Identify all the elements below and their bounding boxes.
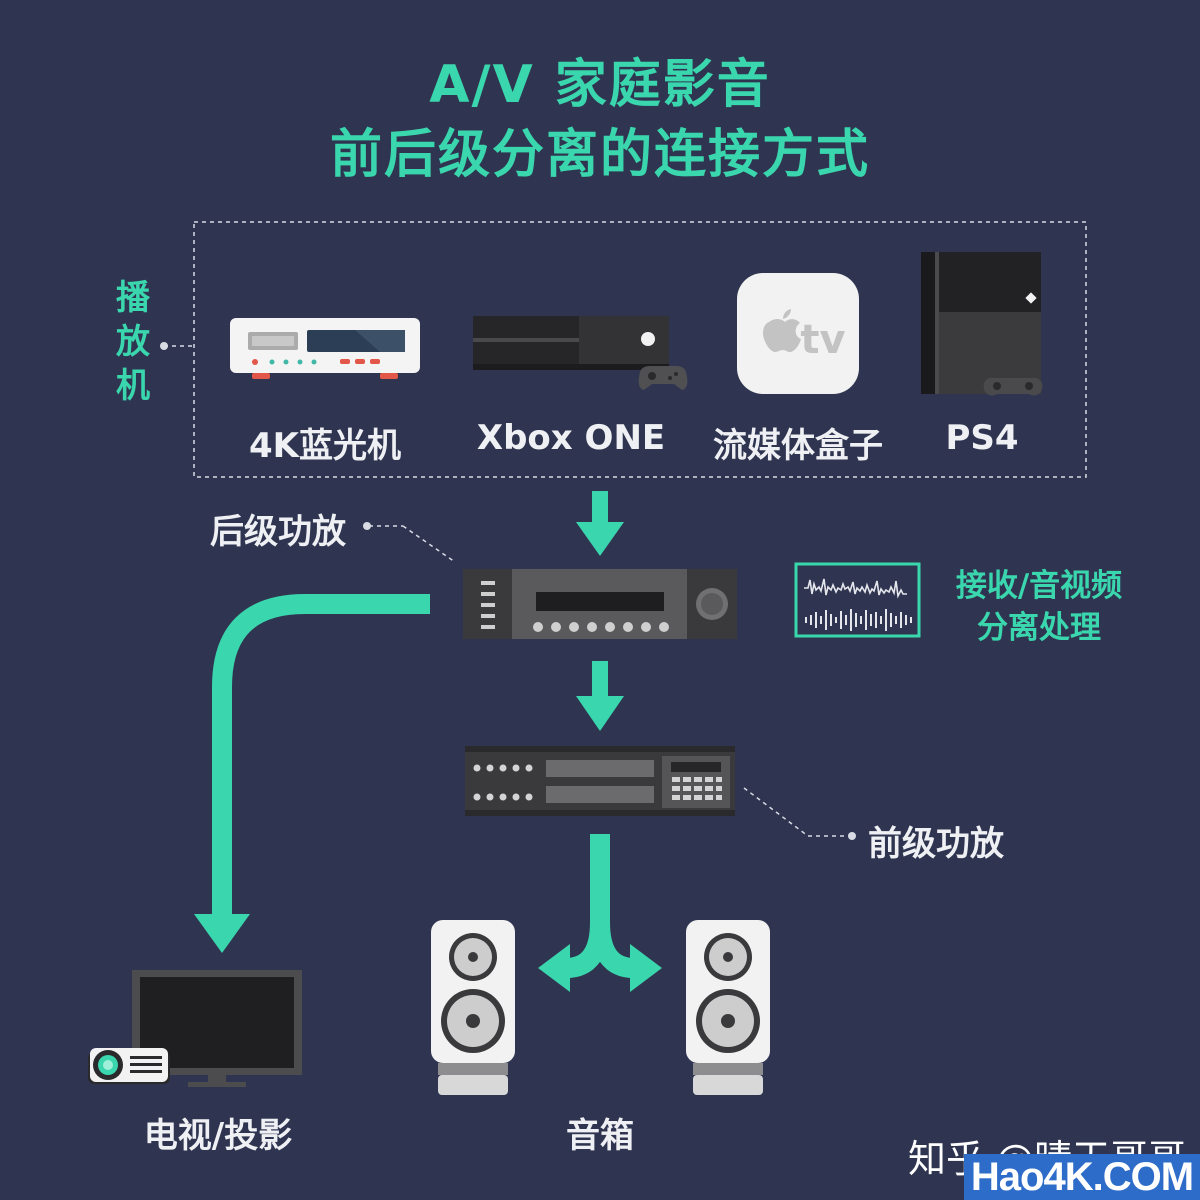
players-group-frame [193,221,1087,478]
audio-path-arrow [538,834,662,992]
ps4-icon [921,252,1043,396]
device-label-xbox: Xbox ONE [476,418,666,458]
blu-ray-player-icon [230,318,420,379]
flow-arrows [576,491,624,731]
display-label: 电视/投影 [143,1116,293,1156]
speaker-left [431,920,515,1095]
pre-amp-label: 前级功放 [868,824,1004,864]
speakers-label: 音箱 [566,1116,634,1156]
xbox-one-icon [473,316,688,390]
post-amp-label: 后级功放 [210,512,346,552]
device-label-ps4: PS4 [945,418,1019,458]
apple-tv-icon: tv [737,273,859,394]
apple-tv-logo-text: tv [800,317,845,363]
projector-icon [88,1048,170,1084]
device-label-apple-tv: 流媒体盒子 [713,426,883,466]
title-line-2: 前后级分离的连接方式 [329,125,870,185]
title-line-1: A/V 家庭影音 [429,55,771,115]
waveform-icon [794,562,921,638]
amplifier-icon [465,746,735,816]
speaker-right [686,920,770,1095]
video-path-arrow [194,594,430,953]
processing-label-line-1: 接收/音视频 [955,568,1123,604]
site-watermark-badge: Hao4K.COM [964,1154,1200,1200]
players-group-label: 播放机 [116,278,150,406]
receiver-icon [463,569,737,639]
device-label-blu-ray: 4K蓝光机 [248,426,401,466]
processing-label-line-2: 分离处理 [977,610,1101,646]
